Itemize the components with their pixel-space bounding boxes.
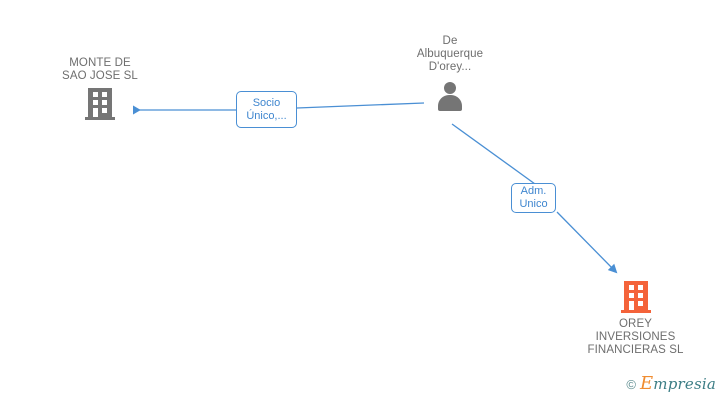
node-label-orey-inversiones-financieras: OREY INVERSIONES FINANCIERAS SL bbox=[587, 318, 684, 356]
person-icon bbox=[435, 81, 465, 111]
node-label-monte-de-sao-jose: MONTE DE SAO JOSE SL bbox=[62, 57, 138, 82]
edge-label-adm-unico[interactable]: Adm. Unico bbox=[511, 183, 556, 213]
node-monte-de-sao-jose[interactable]: MONTE DE SAO JOSE SL bbox=[40, 57, 160, 120]
edge-label-socio-unico-text: Socio Único,... bbox=[246, 96, 287, 122]
building-icon bbox=[620, 281, 651, 313]
watermark: © Empresia bbox=[626, 373, 716, 394]
edge-label-socio-unico[interactable]: Socio Único,... bbox=[236, 91, 297, 128]
node-label-de-albuquerque-dorey: De Albuquerque D'orey... bbox=[416, 35, 484, 73]
copyright-icon: © bbox=[626, 377, 636, 392]
edge-line-person-to-socio-box bbox=[296, 102, 425, 109]
empresia-logo: Empresia bbox=[640, 373, 716, 394]
edge-label-adm-unico-text: Adm. Unico bbox=[519, 185, 548, 210]
edge-line-person-to-adm-box bbox=[451, 123, 536, 185]
node-orey-inversiones-financieras[interactable]: OREY INVERSIONES FINANCIERAS SL bbox=[568, 281, 703, 357]
node-de-albuquerque-dorey[interactable]: De Albuquerque D'orey... bbox=[380, 35, 520, 111]
edge-line-adm-box-to-orey bbox=[556, 211, 618, 274]
empresia-logo-text: mpresia bbox=[653, 375, 716, 393]
building-icon bbox=[85, 88, 115, 120]
empresia-logo-initial: E bbox=[639, 373, 654, 394]
